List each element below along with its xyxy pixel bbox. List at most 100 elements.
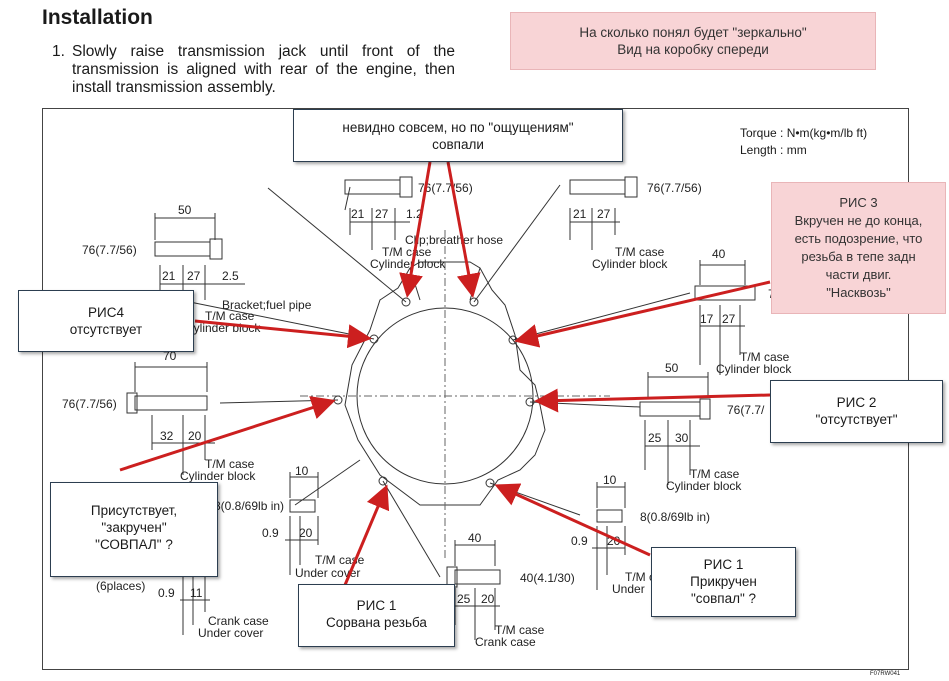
note-ris3: РИС 3 Вкручен не до конца, есть подозрен… <box>771 182 946 314</box>
label-bottom-left-2: Under cover <box>198 626 263 640</box>
label-top-center-2: T/M case <box>382 245 432 259</box>
dim-left-mid-2: 20 <box>188 429 202 443</box>
bolt-hole-top-left <box>401 297 411 307</box>
note-ris2-line2: "отсутствует" <box>815 412 898 427</box>
note-left-bottom-line1: Присутствует, <box>90 503 178 518</box>
label-right-small-2: Under <box>612 582 645 596</box>
note-ris3-line4: резьба в тепе задн <box>801 249 916 264</box>
label-bottom-center-1: T/M case <box>495 623 545 637</box>
bolt-hole-bottom-right <box>485 478 495 488</box>
label-bottom-left-1: Crank case <box>208 614 269 628</box>
note-ris1-left: РИС 1 Сорвана резьба <box>298 584 455 647</box>
dim-left-small-2: 20 <box>299 526 313 540</box>
note-ris3-line5: части двиг. <box>825 267 892 282</box>
arrow-ris1-left <box>343 484 390 586</box>
torque-upper-left: 76(7.7/56) <box>82 243 137 257</box>
torque-top-right: 76(7.7/56) <box>647 181 702 195</box>
label-left-small-1: T/M case <box>315 553 365 567</box>
note-ris4: РИС4 отсутствует <box>18 290 194 352</box>
note-ris2-line1: РИС 2 <box>836 395 877 410</box>
note-ris3-line1: РИС 3 <box>839 195 878 210</box>
length-left-mid: 70 <box>163 349 177 363</box>
label-left-mid-2: Cylinder block <box>180 469 256 483</box>
note-ris3-line2: Вкручен не до конца, <box>794 213 923 228</box>
note-top-box-line1: невидно совсем, но по "ощущениям" <box>342 120 574 135</box>
dim-upper-left-1: 21 <box>162 269 176 283</box>
dim-right-mid-1: 25 <box>648 431 662 445</box>
label-left-mid-1: T/M case <box>205 457 255 471</box>
note-ris4-line2: отсутствует <box>69 322 143 337</box>
label-right-small-1: T/M c <box>625 570 655 584</box>
label-upper-left-1: Bracket;fuel pipe <box>222 298 312 312</box>
label-top-center-3: Cylinder block <box>370 257 446 271</box>
torque-right-mid: 76(7.7/ <box>727 403 765 417</box>
label-right-upper-1: T/M case <box>740 350 790 364</box>
note-top-box-line2: совпали <box>432 137 484 152</box>
length-bottom-center: 40 <box>468 531 482 545</box>
note-ris1-right-line2: Прикручен <box>690 574 757 589</box>
torque-top-center: 76(7.7/56) <box>418 181 473 195</box>
bolt-hole-top-right <box>469 297 479 307</box>
torque-left-small: 8(0.8/69lb in) <box>214 499 284 513</box>
length-upper-left: 50 <box>178 203 192 217</box>
torque-left-mid: 76(7.7/56) <box>62 397 117 411</box>
note-top-box: невидно совсем, но по "ощущениям" совпал… <box>293 109 623 162</box>
step-text: Slowly raise transmission jack until fro… <box>72 43 455 96</box>
arrow-top-box-left <box>399 161 432 298</box>
length-right-small: 10 <box>603 473 617 487</box>
dim-right-upper-2: 27 <box>722 312 736 326</box>
dim-upper-left-2: 27 <box>187 269 201 283</box>
note-ris3-line6: "Насквозь" <box>826 285 891 300</box>
note-top-pink: На сколько понял будет "зеркально" Вид н… <box>510 12 876 70</box>
arrow-ris4 <box>194 319 372 349</box>
step-number: 1. <box>52 43 65 60</box>
dim-bottom-left-1: 0.9 <box>158 586 175 600</box>
length-right-mid: 50 <box>665 361 679 375</box>
note-ris1-left-line1: РИС 1 <box>356 598 397 613</box>
dim-top-right-1: 21 <box>573 207 587 221</box>
label-top-center-1: Clip;breather hose <box>405 233 503 247</box>
dim-upper-left-3: 2.5 <box>222 269 239 283</box>
note-ris1-right-line3: "совпал" ? <box>690 591 757 606</box>
note-ris1-right: РИС 1 Прикручен "совпал" ? <box>651 547 796 617</box>
dim-top-right-2: 27 <box>597 207 611 221</box>
note-left-bottom-line3: "СОВПАЛ" ? <box>95 537 173 552</box>
label-bottom-center-2: Crank case <box>475 635 536 649</box>
dim-left-mid-1: 32 <box>160 429 174 443</box>
length-right-upper: 40 <box>712 247 726 261</box>
bottom-left-note: (6places) <box>96 579 145 593</box>
page-title: Installation <box>42 6 153 29</box>
label-upper-left-2: T/M case <box>205 309 255 323</box>
note-ris1-right-line1: РИС 1 <box>703 557 744 572</box>
note-ris3-line3: есть подозрение, что <box>794 231 923 246</box>
dim-right-upper-1: 17 <box>700 312 714 326</box>
note-ris4-line1: РИС4 <box>88 305 124 320</box>
torque-right-small: 8(0.8/69lb in) <box>640 510 710 524</box>
legend-torque: Torque : N•m(kg•m/lb ft) <box>740 126 868 140</box>
note-ris2: РИС 2 "отсутствует" <box>770 380 943 443</box>
figure-code: F07RW041 <box>870 671 901 677</box>
dim-top-center-1: 21 <box>351 207 365 221</box>
arrow-ris1-right <box>494 483 651 557</box>
note-top-pink-line1: На сколько понял будет "зеркально" <box>579 25 807 40</box>
dim-left-small-1: 0.9 <box>262 526 279 540</box>
arrow-top-box-right <box>446 161 481 298</box>
torque-bottom-center: 40(4.1/30) <box>520 571 575 585</box>
note-left-bottom-line2: "закручен" <box>101 520 167 535</box>
legend-length: Length : mm <box>740 143 807 157</box>
label-left-small-2: Under cover <box>295 566 360 580</box>
dim-right-small-1: 0.9 <box>571 534 588 548</box>
arrow-ris2 <box>534 388 771 413</box>
note-ris1-left-line2: Сорвана резьба <box>326 615 427 630</box>
note-left-bottom: Присутствует, "закручен" "СОВПАЛ" ? <box>50 482 218 577</box>
label-right-upper-2: Cylinder block <box>716 362 792 376</box>
length-left-small: 10 <box>295 464 309 478</box>
dim-bottom-center-2: 20 <box>481 592 495 606</box>
dim-top-center-3: 1.2 <box>406 207 423 221</box>
dim-bottom-left-2: 11 <box>190 586 203 600</box>
arrow-left-bottom <box>119 396 336 472</box>
label-top-right-2: Cylinder block <box>592 257 668 271</box>
dim-top-center-2: 27 <box>375 207 389 221</box>
bellhousing-circle <box>356 307 534 485</box>
